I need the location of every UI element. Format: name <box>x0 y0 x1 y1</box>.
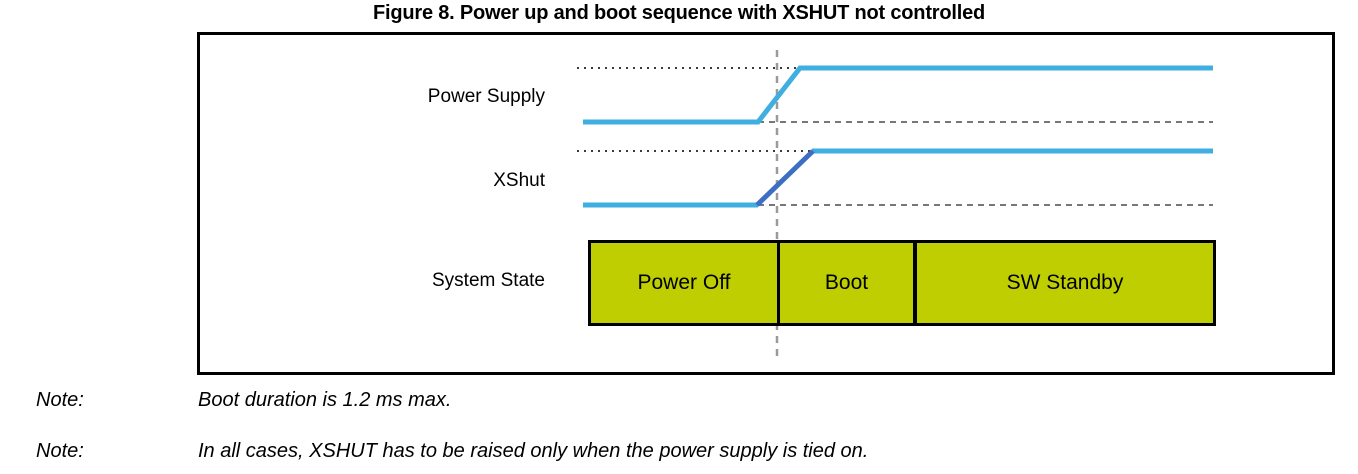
state-box-power-off[interactable]: Power Off <box>591 243 777 323</box>
note-label-2: Note: <box>36 440 84 462</box>
system-state-timeline: Power Off Boot SW Standby <box>588 240 1216 326</box>
figure-title: Figure 8. Power up and boot sequence wit… <box>372 2 986 24</box>
signal-label-xshut: XShut <box>493 170 545 191</box>
note-text-2: In all cases, XSHUT has to be raised onl… <box>198 440 869 462</box>
state-box-sw-standby[interactable]: SW Standby <box>913 243 1213 323</box>
signal-label-power-supply: Power Supply <box>427 86 545 107</box>
signal-label-system-state: System State <box>432 270 545 291</box>
note-row-2: Note: In all cases, XSHUT has to be raise… <box>36 440 868 463</box>
note-row-1: Note: Boot duration is 1.2 ms max. <box>36 389 451 412</box>
note-text-1: Boot duration is 1.2 ms max. <box>198 389 452 411</box>
state-box-boot[interactable]: Boot <box>777 243 913 323</box>
note-label-1: Note: <box>36 389 84 411</box>
